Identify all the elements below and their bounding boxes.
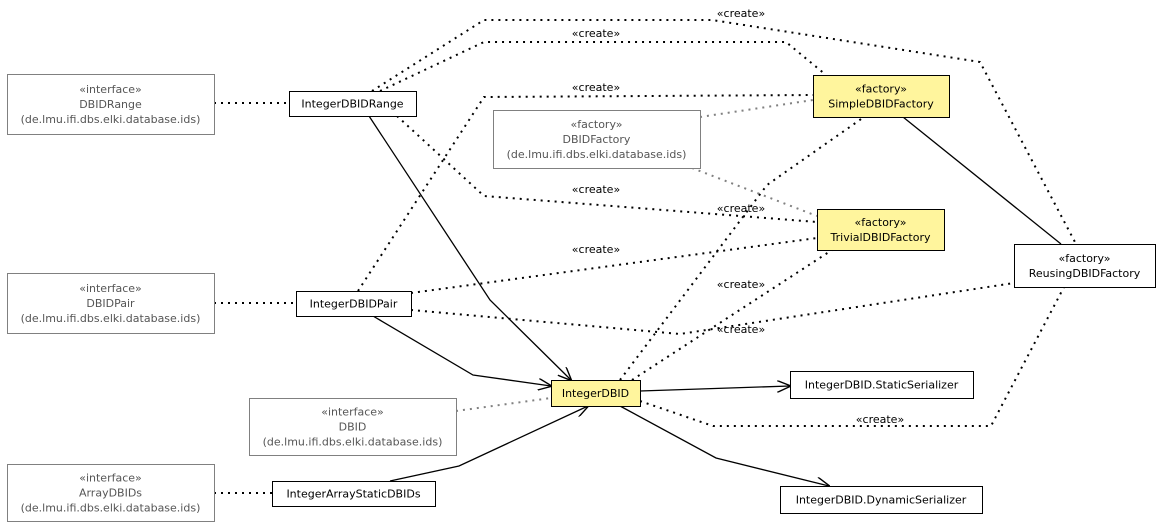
dynamicserializer-frame: [780, 486, 983, 514]
edge-dbidfactory-trivialdbidfactory: [691, 167, 818, 217]
create-label: «create»: [572, 81, 620, 94]
class-name-label: IntegerArrayStaticDBIDs: [286, 488, 420, 501]
class-name-label: ReusingDBIDFactory: [1029, 267, 1141, 280]
integerdbidpair-frame: [296, 291, 412, 317]
staticserializer-box: IntegerDBID.StaticSerializer: [790, 371, 974, 399]
reusingdbidfactory-frame: [1014, 244, 1156, 288]
edge-integerdbid-dynamicserializer: [619, 405, 829, 486]
class-name-label: (de.lmu.ifi.dbs.elki.database.ids): [21, 113, 201, 126]
edge-create-pair-simple: [357, 94, 814, 292]
create-label: «create»: [717, 7, 765, 20]
stereotype-label: «interface»: [79, 83, 142, 96]
class-name-label: DBIDPair: [86, 297, 135, 310]
class-name-label: DBIDFactory: [563, 133, 631, 146]
edge-create-range-simple-top: [371, 19, 1077, 245]
integerdbid-box: IntegerDBID: [551, 380, 641, 407]
simpledbidfactory-box: «factory» SimpleDBIDFactory: [813, 75, 950, 118]
class-name-label: (de.lmu.ifi.dbs.elki.database.ids): [263, 436, 443, 449]
edge-create-pair-trivial: [410, 237, 818, 294]
dynamicserializer-box: IntegerDBID.DynamicSerializer: [780, 486, 983, 514]
edge-create-integerdbid-trivial: [631, 249, 833, 381]
edge-create-integerdbid-simple: [619, 116, 865, 381]
class-name-label: DBIDRange: [79, 98, 142, 111]
class-name-label: (de.lmu.ifi.dbs.elki.database.ids): [21, 502, 201, 515]
dbidfactory-frame: [493, 110, 701, 169]
reusingdbidfactory-box: «factory» ReusingDBIDFactory: [1014, 244, 1156, 288]
class-name-label: (de.lmu.ifi.dbs.elki.database.ids): [507, 148, 687, 161]
edge-integerarraystaticdbids-integerdbid: [389, 406, 588, 482]
edge-create-range-simple: [379, 41, 827, 92]
integerdbidpair-box: IntegerDBIDPair: [296, 291, 412, 317]
edge-integerdbidrange-integerdbid: [368, 115, 571, 380]
class-name-label: TrivialDBIDFactory: [830, 231, 931, 244]
class-name-label: DBID: [339, 421, 367, 434]
stereotype-label: «factory»: [1058, 252, 1110, 265]
dbidpair-interface-box: «interface» DBIDPair (de.lmu.ifi.dbs.elki.…: [7, 273, 215, 334]
stereotype-label: «interface»: [79, 472, 142, 485]
edge-simpledbidfactory-reusingdbidfactory: [902, 116, 1062, 245]
dbid-interface-frame: [249, 398, 457, 456]
create-label: «create»: [572, 183, 620, 196]
arraydbids-interface-box: «interface» ArrayDBIDs (de.lmu.ifi.dbs.elk…: [7, 464, 215, 522]
class-name-label: SimpleDBIDFactory: [828, 98, 934, 111]
integerdbidrange-box: IntegerDBIDRange: [289, 91, 417, 117]
integerdbidrange-frame: [289, 91, 417, 117]
integerdbid-frame: [551, 380, 641, 407]
create-label: «create»: [717, 278, 765, 291]
edge-create-integerdbid-reusing: [639, 286, 1065, 427]
stereotype-label: «factory»: [570, 118, 622, 131]
dbidrange-interface-box: «interface» DBIDRange (de.lmu.ifi.dbs.elki…: [7, 74, 215, 135]
dbidpair-interface-frame: [7, 273, 215, 334]
class-name-label: (de.lmu.ifi.dbs.elki.database.ids): [21, 312, 201, 325]
create-label: «create»: [717, 323, 765, 336]
edge-dbid-integerdbid: [455, 397, 552, 412]
simpledbidfactory-frame: [813, 75, 950, 118]
stereotype-label: «interface»: [321, 406, 384, 419]
dbidrange-interface-frame: [7, 74, 215, 135]
create-label: «create»: [572, 243, 620, 256]
integerarraystaticdbids-frame: [272, 481, 436, 507]
class-name-label: IntegerDBID.DynamicSerializer: [796, 494, 967, 507]
class-name-label: IntegerDBID: [562, 387, 629, 400]
create-label: «create»: [856, 413, 904, 426]
stereotype-label: «interface»: [79, 282, 142, 295]
create-label: «create»: [572, 27, 620, 40]
class-name-label: ArrayDBIDs: [79, 487, 142, 500]
dbid-interface-box: «interface» DBID (de.lmu.ifi.dbs.elki.data…: [249, 398, 457, 456]
class-name-label: IntegerDBID.StaticSerializer: [805, 379, 959, 392]
arraydbids-interface-frame: [7, 464, 215, 522]
trivialdbidfactory-box: «factory» TrivialDBIDFactory: [817, 209, 945, 251]
stereotype-label: «factory»: [854, 216, 906, 229]
staticserializer-frame: [790, 371, 974, 399]
trivialdbidfactory-frame: [817, 209, 945, 251]
dbidfactory-box: «factory» DBIDFactory (de.lmu.ifi.dbs.elki…: [493, 110, 701, 169]
edges-layer: [214, 19, 1077, 494]
edge-create-pair-reusing: [410, 282, 1015, 336]
edge-dbidfactory-simpledbidfactory: [699, 99, 814, 118]
integerarraystaticdbids-box: IntegerArrayStaticDBIDs: [272, 481, 436, 507]
class-name-label: IntegerDBIDPair: [310, 298, 398, 311]
edge-integerdbid-staticserializer: [639, 386, 790, 391]
stereotype-label: «factory»: [855, 83, 907, 96]
edge-integerdbidpair-integerdbid: [372, 315, 551, 386]
edge-labels-layer: «create» «create» «create» «create» «create»…: [572, 7, 904, 426]
nodes-layer: «interface» DBIDRange (de.lmu.ifi.dbs.elki…: [7, 74, 1156, 522]
create-label: «create»: [717, 202, 765, 215]
class-name-label: IntegerDBIDRange: [301, 98, 403, 111]
